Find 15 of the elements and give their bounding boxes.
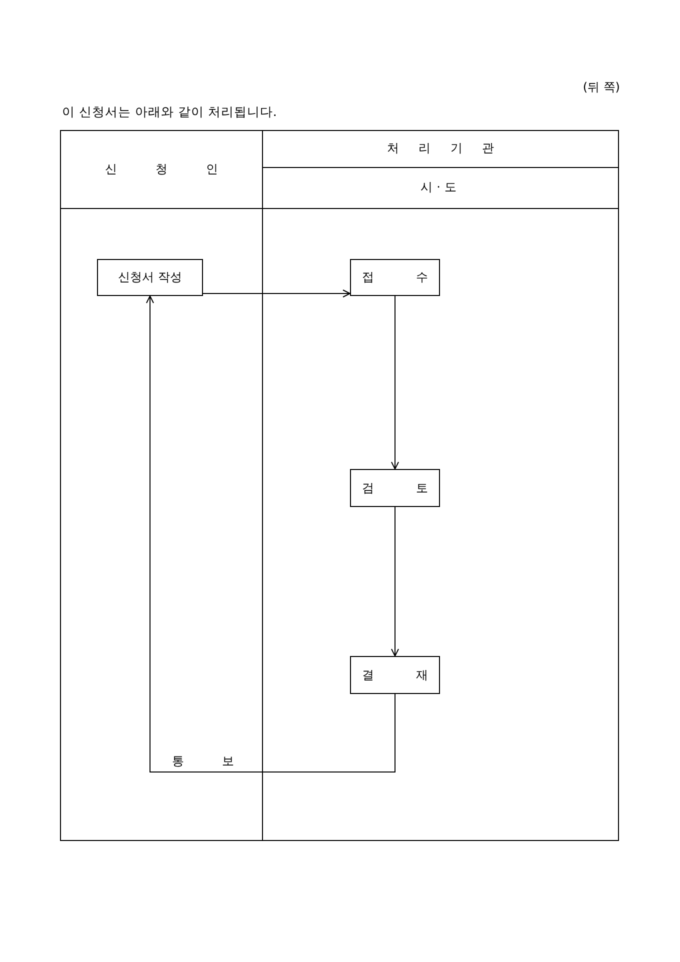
title: 이 신청서는 아래와 같이 처리됩니다. [62, 104, 277, 121]
lane-header: 시·도 [263, 167, 618, 209]
arrow [146, 296, 396, 772]
swimlane [262, 130, 619, 841]
arrow [391, 506, 399, 656]
process-box: 신청서 작성 [97, 259, 203, 296]
arrow [202, 290, 350, 298]
page-side-note: (뒤 쪽) [582, 79, 620, 96]
lane-header: 처 리 기 관 [263, 131, 618, 168]
arrow [391, 296, 399, 470]
process-box: 검 토 [350, 469, 440, 507]
process-box: 접 수 [350, 259, 440, 296]
lane-header: 신 청 인 [61, 131, 262, 209]
process-box: 결 재 [350, 656, 440, 694]
edge-label: 통 보 [172, 753, 234, 769]
